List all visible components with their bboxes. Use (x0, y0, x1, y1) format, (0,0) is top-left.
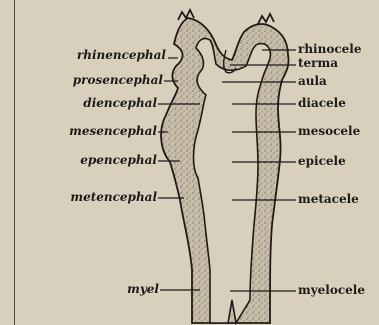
label-epicele: epicele (298, 155, 346, 168)
label-diacele: diacele (298, 97, 346, 110)
label-aula: aula (298, 75, 327, 88)
label-prosencephal: prosencephal (73, 74, 163, 87)
label-epencephal: epencephal (80, 154, 157, 167)
olfactory-tip-right (258, 14, 274, 24)
label-mesencephal: mesencephal (69, 125, 157, 138)
label-terma: terma (298, 57, 338, 70)
label-rhinocele: rhinocele (298, 43, 361, 56)
label-mesocele: mesocele (298, 125, 360, 138)
label-metencephal: metencephal (70, 191, 157, 204)
label-diencephal: diencephal (83, 97, 157, 110)
label-rhinencephal: rhinencephal (77, 49, 166, 62)
label-myelocele: myelocele (298, 284, 365, 297)
label-metacele: metacele (298, 193, 359, 206)
label-myel: myel (127, 283, 159, 296)
